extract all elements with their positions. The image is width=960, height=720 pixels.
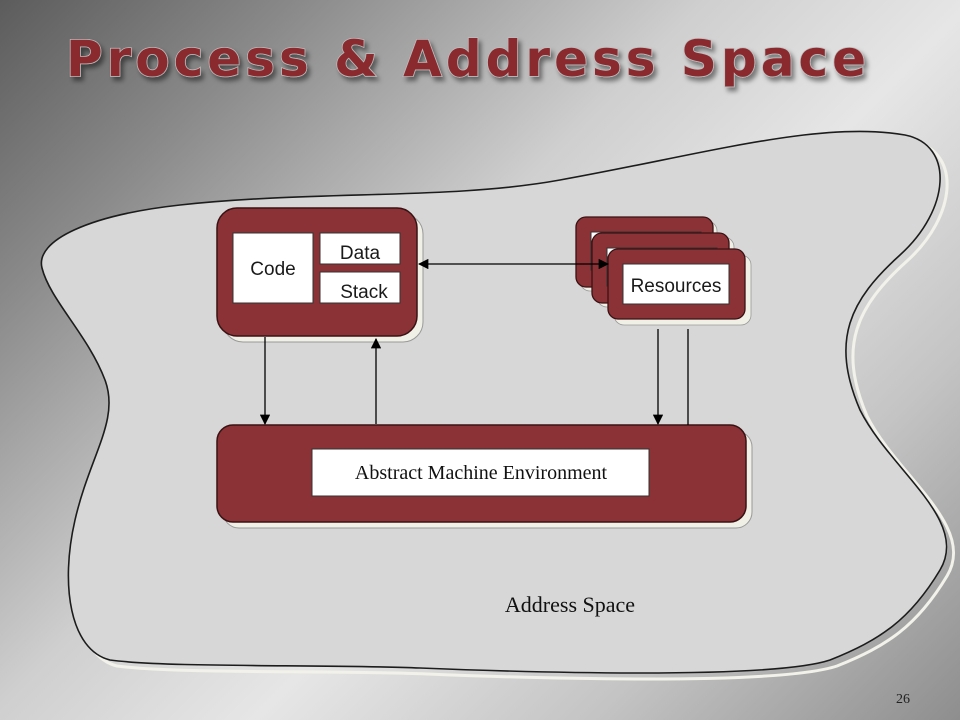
address-space-label: Address Space [505,592,635,617]
environment-label-box [311,448,650,497]
code-label: Code [250,259,295,280]
page-number: 26 [896,692,910,707]
connectors [259,258,689,426]
data-segment [319,232,401,265]
environment-box: Abstract Machine Environment [216,424,753,529]
slide-title: Process & Address Space [66,30,870,88]
address-space-region [40,130,956,681]
stack-label: Stack [340,282,388,303]
resources-stack: Resources [575,216,752,326]
resource-card-front-inner [622,263,730,305]
address-space-blob [40,130,948,674]
code-segment [232,232,314,304]
stack-segment [319,271,401,304]
data-label: Data [340,243,381,264]
process-box: Code Data Stack [216,207,424,343]
environment-label: Abstract Machine Environment [355,462,608,484]
resources-label: Resources [631,276,722,297]
